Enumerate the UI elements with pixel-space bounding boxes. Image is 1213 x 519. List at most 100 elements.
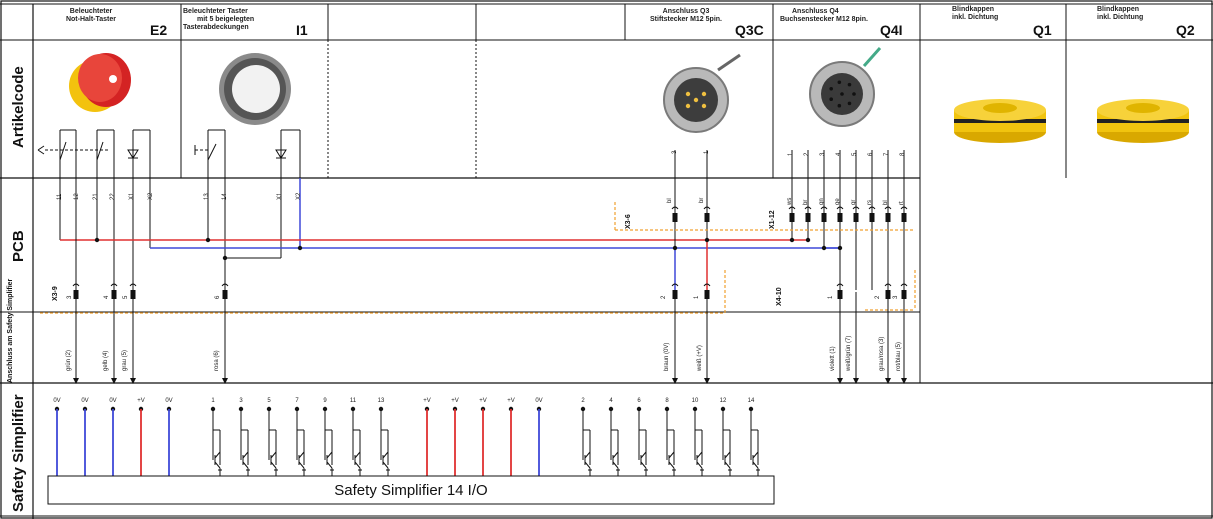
plug-symbol (703, 283, 711, 287)
plug-symbol (900, 283, 908, 287)
m12-pin (701, 103, 707, 109)
plug-symbol (868, 206, 876, 210)
terminal-label: 0V (81, 398, 89, 404)
pin-label-e2: 22 (110, 193, 116, 200)
plug-symbol (72, 283, 80, 287)
pin-label-q3-top: 1 (704, 150, 710, 154)
transistor (354, 451, 361, 459)
arrow-head (885, 378, 891, 384)
transistor (640, 461, 647, 469)
transistor (326, 451, 333, 459)
plug-symbol (110, 283, 118, 287)
pin-label-q3-mid: br (699, 197, 705, 203)
pin-label-bottom: 1 (828, 295, 834, 299)
junction-dot (837, 245, 843, 251)
transistor (382, 461, 389, 469)
pin-label-q4-mid: ge (835, 198, 841, 205)
pin-label-q4-top: 6 (868, 152, 874, 156)
socket-symbol (111, 290, 117, 299)
terminal-label: 6 (637, 398, 641, 404)
transistor (696, 451, 703, 459)
transistor (584, 451, 591, 459)
junction-dot (94, 237, 100, 243)
transistor (298, 451, 305, 459)
wire-label: grau (5) (122, 349, 128, 371)
plug-symbol (129, 283, 137, 287)
pin-label-bottom: 5 (123, 295, 129, 299)
pin-label-bottom: 4 (104, 295, 110, 299)
terminal-label: 0V (53, 398, 61, 404)
pin-label-q3-top: 3 (672, 150, 678, 154)
transistor (752, 461, 759, 469)
socket-symbol (901, 213, 907, 222)
transistor (270, 461, 277, 469)
pin-label-q4-top: 2 (804, 152, 810, 156)
socket-symbol (837, 290, 843, 299)
transistor (214, 451, 221, 459)
arrow-head (901, 378, 907, 384)
terminal-label: 0V (109, 398, 117, 404)
estop-red-highlight (78, 54, 122, 102)
arrow-head (222, 378, 228, 384)
connector-label-x1-12: X1-12 (769, 210, 776, 229)
pushbutton-lens (232, 65, 280, 113)
pin-label-q4-mid: ws (787, 197, 793, 205)
terminal-label: 7 (295, 398, 299, 404)
terminal-label: 4 (609, 398, 613, 404)
plug-symbol (884, 206, 892, 210)
transistor (752, 451, 759, 459)
led-symbol (127, 149, 139, 159)
blind-cap-q2-slot (1126, 103, 1160, 113)
m12-socket-hole (852, 92, 856, 96)
socket-symbol (130, 290, 136, 299)
arrow-head (111, 378, 117, 384)
terminal-label: 12 (719, 398, 727, 404)
pin-label-bottom: 2 (661, 295, 667, 299)
socket-symbol (672, 213, 678, 222)
arrow-head (73, 378, 79, 384)
junction-dot (704, 237, 710, 243)
socket-symbol (901, 290, 907, 299)
transistor (612, 451, 619, 459)
pin-label-e2: X1 (129, 192, 135, 200)
header-q2-tag: Q2 (1176, 22, 1195, 38)
wire-label: weiß/grün (7) (846, 335, 852, 371)
terminal-label: 0V (165, 398, 173, 404)
plug-symbol (804, 206, 812, 210)
pin-label-bottom: 1 (694, 295, 700, 299)
socket-symbol (821, 213, 827, 222)
junction-dot (805, 237, 811, 243)
safety-simplifier-box (47, 475, 775, 505)
contact (59, 141, 67, 161)
pin-label-i1: 14 (222, 193, 228, 200)
safety-simplifier-box-label: Safety Simplifier 14 I/O (334, 482, 488, 499)
arrow-head (853, 378, 859, 384)
m12-socket-hole (837, 103, 842, 108)
junction-dot (821, 245, 827, 251)
section-label-artikelcode: Artikelcode (10, 66, 27, 148)
wire-label: rot/blau (5) (896, 341, 902, 371)
contact (96, 141, 104, 161)
pin-label-i1: X1 (277, 192, 283, 200)
m12-socket-hole (840, 92, 844, 96)
connector-label-x3-9: X3-9 (52, 286, 59, 301)
transistor (214, 461, 221, 469)
m12-socket-hole (837, 80, 842, 85)
junction-dot (672, 245, 678, 251)
pin-label-q4-top: 4 (836, 152, 842, 156)
header-q3-tag: Q3C (735, 22, 764, 38)
terminal-label: +V (479, 398, 487, 404)
estop-actuator (37, 145, 45, 155)
m12-pin (701, 91, 707, 97)
transistor (640, 451, 647, 459)
transistor (382, 451, 389, 459)
section-label-anschluss: Anschluss am Safety Simplifier (7, 278, 14, 383)
m12-cable (862, 47, 882, 67)
plug-symbol (221, 283, 229, 287)
contact (207, 143, 217, 161)
